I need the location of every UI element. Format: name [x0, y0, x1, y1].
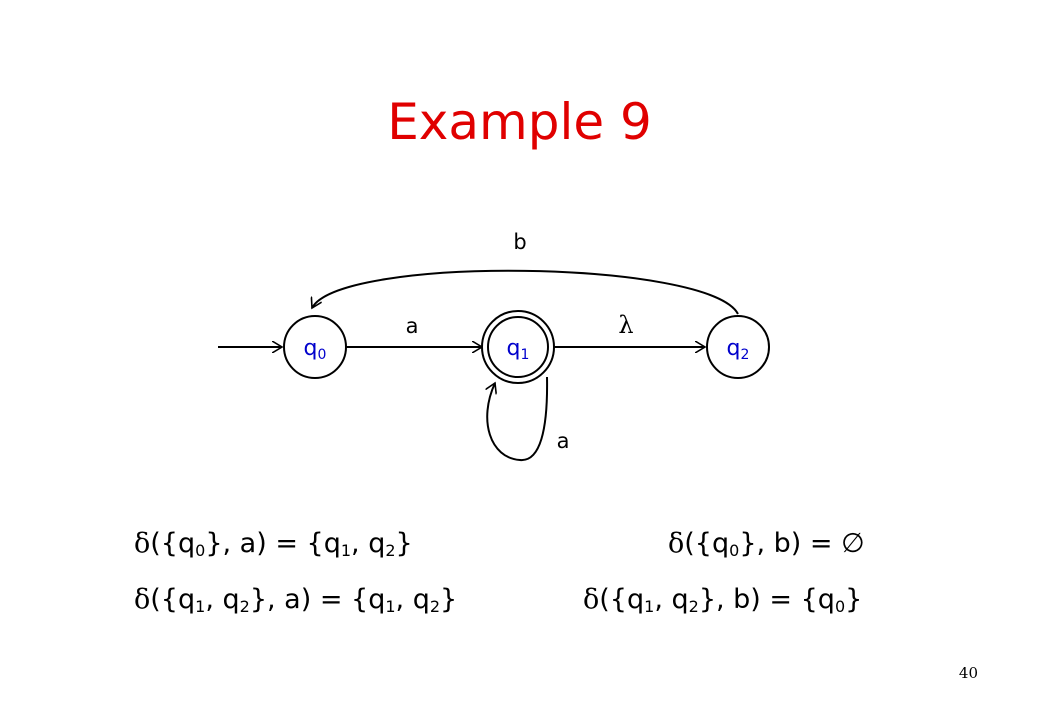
page-number: 40	[958, 664, 978, 682]
label-q2-q0: b	[513, 230, 526, 254]
svg-text:q0: q0	[304, 336, 327, 363]
equation-delta-q1q2-b: δ({q1, q2}, b) = {q0}	[583, 584, 863, 616]
equation-delta-q1q2-a: δ({q1, q2}, a) = {q1, q2}	[134, 584, 458, 616]
label-q1-self-loop: a	[557, 429, 570, 453]
state-q0: q0	[283, 315, 347, 379]
label-q0-q1: a	[406, 314, 419, 338]
equation-delta-q0-b: δ({q0}, b) = ∅	[668, 528, 865, 560]
equation-delta-q0-a: δ({q0}, a) = {q1, q2}	[134, 528, 413, 560]
transition-q1-self-loop	[487, 376, 549, 462]
svg-text:q2: q2	[727, 336, 750, 363]
label-q1-q2: λ	[618, 311, 633, 339]
slide-title: Example 9	[387, 93, 652, 151]
svg-text:q1: q1	[507, 336, 530, 363]
state-q2: q2	[706, 315, 770, 379]
transition-q2-q0	[312, 269, 739, 315]
state-q1-accepting: q1	[481, 310, 555, 384]
